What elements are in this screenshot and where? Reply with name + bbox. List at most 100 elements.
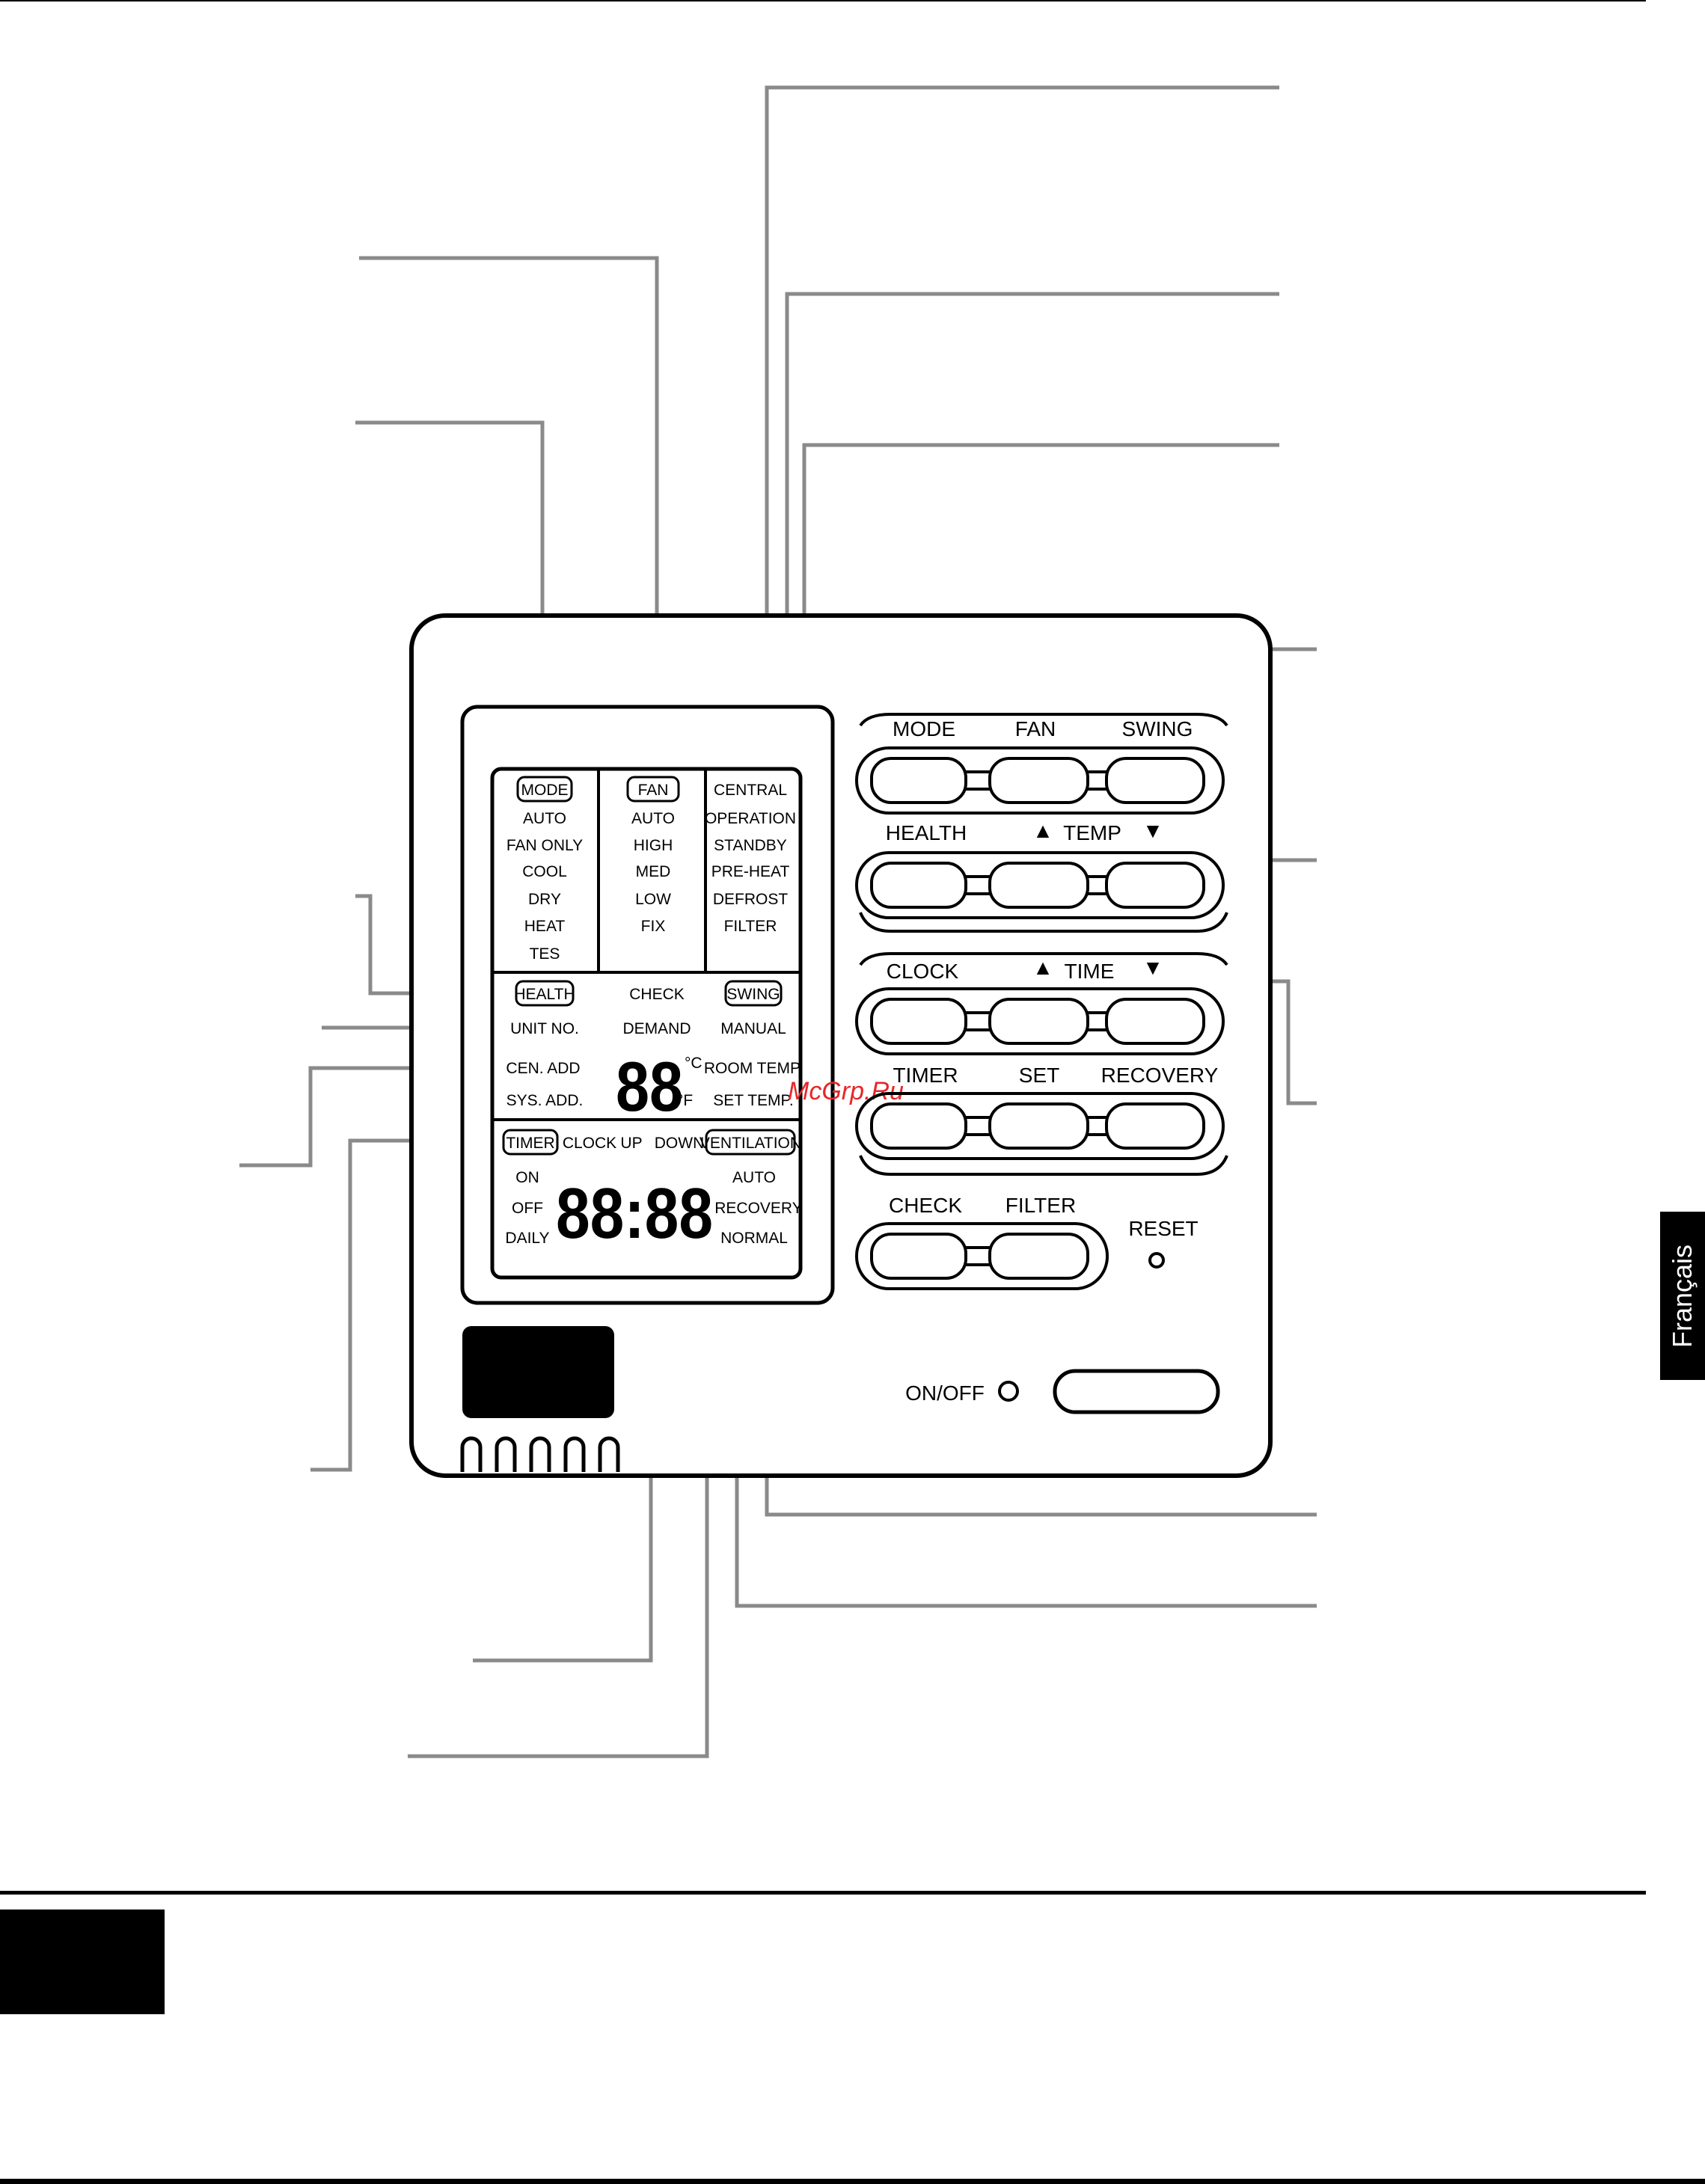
set-button[interactable] — [988, 1102, 1089, 1150]
fan-indicator-frame — [626, 776, 680, 803]
temp-down-button[interactable] — [1105, 862, 1205, 909]
time-up-button[interactable] — [988, 998, 1089, 1045]
onoff-button[interactable] — [1053, 1369, 1220, 1414]
time-down-arrow-icon: ▼ — [1142, 956, 1163, 979]
lcd-health: HEALTH — [514, 986, 575, 1003]
vent-slot — [563, 1436, 586, 1472]
lcd-operation: OPERATION — [705, 810, 796, 827]
lcd-up: UP — [620, 1135, 642, 1152]
timer-button[interactable] — [870, 1102, 967, 1150]
vent-slot — [495, 1436, 517, 1472]
button-connectors-row4 — [965, 1116, 1107, 1136]
lcd-cen-add: CEN. ADD — [506, 1060, 580, 1077]
label-health: HEALTH — [886, 821, 967, 844]
top-rule — [0, 0, 1646, 1]
lcd-vent-normal: NORMAL — [720, 1230, 788, 1247]
panel-arc — [859, 952, 1228, 966]
health-button[interactable] — [870, 862, 967, 909]
lcd-manual: MANUAL — [720, 1020, 786, 1037]
button-group-row4 — [855, 1092, 1225, 1160]
time-down-button[interactable] — [1105, 998, 1205, 1045]
timer-indicator-frame — [502, 1129, 559, 1156]
mode-button[interactable] — [870, 757, 967, 804]
button-group-row1 — [855, 746, 1225, 815]
fan-button[interactable] — [988, 757, 1089, 804]
lcd-fan-auto: AUTO — [631, 810, 675, 827]
button-connectors-row2 — [965, 875, 1107, 895]
power-indicator-led — [998, 1381, 1019, 1402]
lcd-vent-recovery: RECOVERY — [714, 1200, 802, 1217]
label-timer: TIMER — [893, 1064, 958, 1087]
button-connectors-row3 — [965, 1011, 1107, 1031]
vent-slot — [529, 1436, 551, 1472]
health-indicator-frame — [515, 980, 575, 1007]
temp-up-button[interactable] — [988, 862, 1089, 909]
temp-down-arrow-icon: ▼ — [1142, 819, 1163, 842]
recovery-button[interactable] — [1105, 1102, 1205, 1150]
lcd-pre-heat: PRE-HEAT — [711, 863, 790, 880]
callout-fan — [359, 256, 659, 782]
lcd-sys-add: SYS. ADD. — [506, 1092, 584, 1109]
lcd-demand: DEMAND — [622, 1020, 691, 1037]
label-check: CHECK — [889, 1194, 962, 1217]
vent-slots — [460, 1436, 620, 1472]
filter-button[interactable] — [988, 1233, 1089, 1280]
panel-arc — [859, 912, 1228, 933]
button-group-row2 — [855, 851, 1225, 919]
watermark: McGrp.Ru — [788, 1077, 904, 1105]
swing-button[interactable] — [1105, 757, 1205, 804]
lcd-fan-high: HIGH — [634, 837, 673, 854]
callout-central — [765, 85, 1279, 789]
lcd-fan-fix: FIX — [641, 918, 666, 935]
lcd-dividers — [492, 769, 801, 1121]
lcd-mode-cool: COOL — [522, 863, 567, 880]
button-connectors-row5 — [965, 1246, 991, 1266]
lcd-temperature-digits: 88 — [616, 1047, 683, 1126]
lcd-screen — [490, 767, 803, 1280]
reset-button[interactable] — [1148, 1252, 1165, 1269]
ventilation-indicator-frame — [705, 1129, 796, 1156]
lcd-swing: SWING — [726, 986, 780, 1003]
lcd-time-digits: 88:88 — [556, 1174, 713, 1254]
lcd-check: CHECK — [629, 986, 685, 1003]
lcd-off: OFF — [512, 1200, 543, 1217]
lcd-mode-tes: TES — [530, 945, 560, 963]
check-button[interactable] — [870, 1233, 967, 1280]
button-connectors-row1 — [965, 770, 1107, 791]
bottom-rule — [0, 2179, 1705, 2184]
lcd-daily: DAILY — [505, 1230, 549, 1247]
clock-button[interactable] — [870, 998, 967, 1045]
lcd-timer: TIMER — [506, 1135, 554, 1152]
lcd-mode-dry: DRY — [528, 891, 561, 908]
lcd-unit-no: UNIT NO. — [510, 1020, 579, 1037]
label-filter: FILTER — [1005, 1194, 1076, 1217]
lcd-standby: STANDBY — [714, 837, 787, 854]
label-clock: CLOCK — [887, 960, 959, 983]
ir-receiver-window — [462, 1326, 614, 1418]
label-temp: TEMP — [1063, 821, 1121, 844]
lcd-defrost: DEFROST — [713, 891, 789, 908]
language-tab-label: Français — [1667, 1244, 1698, 1348]
vent-slot — [460, 1436, 483, 1472]
lcd-on: ON — [515, 1169, 539, 1186]
lcd-unit-celsius: °C — [685, 1055, 702, 1072]
label-set: SET — [1019, 1064, 1059, 1087]
button-group-row3 — [855, 987, 1225, 1055]
label-swing: SWING — [1122, 717, 1193, 740]
label-reset: RESET — [1128, 1217, 1198, 1240]
lcd-vent-auto: AUTO — [732, 1169, 776, 1186]
mode-indicator-frame — [516, 776, 573, 803]
lcd-fan-low: LOW — [635, 891, 671, 908]
time-up-arrow-icon: ▲ — [1032, 956, 1053, 979]
panel-arc — [859, 1155, 1228, 1176]
lcd-mode-fan-only: FAN ONLY — [506, 837, 583, 854]
label-time: TIME — [1065, 960, 1115, 983]
lcd-filter: FILTER — [724, 918, 777, 935]
language-tab: Français — [1660, 1212, 1705, 1380]
lcd-clock: CLOCK — [563, 1135, 616, 1152]
label-onoff: ON/OFF — [905, 1381, 985, 1405]
lcd-ventilation: VENTILATION — [700, 1135, 801, 1152]
button-group-row5 — [855, 1222, 1109, 1290]
